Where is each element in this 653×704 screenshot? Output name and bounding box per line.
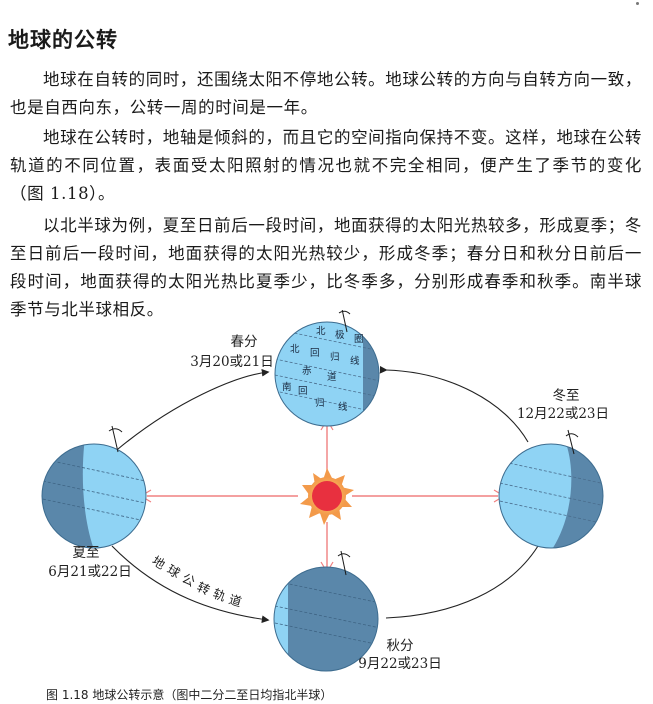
paragraph-revolution: 地球在自转的同时，还围绕太阳不停地公转。地球公转的方向与自转方向一致，也是自西向… (10, 70, 642, 117)
orbit-label-char: 球 (165, 562, 184, 581)
summer-label: 夏至 (73, 545, 100, 561)
arctic-char: 北 (316, 326, 326, 337)
paragraph-seasons: 以北半球为例，夏至日前后一段时间，地面获得的太阳光热较多，形成夏季；冬至日前后一… (10, 216, 642, 319)
orbit-arc-spring-winter (379, 365, 529, 443)
orbit-arc-summer-spring (117, 368, 270, 450)
tropic-n-char: 回 (310, 348, 320, 359)
sun-rays (147, 426, 498, 567)
globe-spring-equinox: 北 极 圈 北 回 归 线 赤 道 南 回 归 线 (274, 310, 380, 427)
tropic-n-char: 归 (330, 351, 340, 363)
tropic-n-char: 北 (290, 344, 300, 355)
orbit-arc-summer-autumn (111, 545, 270, 624)
autumn-date: 9月22或23日 (358, 656, 441, 672)
equator-char: 道 (327, 371, 337, 383)
globe-autumn-equinox (273, 550, 379, 672)
orbit-label-char: 道 (227, 592, 244, 610)
corner-dot (636, 2, 639, 5)
figure-caption: 图 1.18 地球公转示意（图中二分二至日均指北半球） (46, 688, 333, 702)
orbit-label-char: 地 (149, 553, 168, 573)
equator-char: 赤 (302, 366, 312, 377)
arctic-char: 极 (335, 329, 345, 341)
tropic-s-char: 南 (282, 381, 292, 393)
autumn-label: 秋分 (387, 638, 414, 654)
globe-summer-solstice (41, 425, 147, 549)
orbit-arc-winter-autumn (385, 538, 545, 619)
winter-date: 12月22或23日 (517, 406, 609, 422)
sun-icon (300, 468, 354, 525)
tropic-s-char: 线 (338, 401, 348, 413)
section-heading: 地球的公转 (8, 28, 118, 52)
summer-date: 6月21或22日 (48, 564, 131, 580)
tropic-s-char: 归 (315, 397, 325, 409)
tropic-s-char: 回 (298, 386, 308, 397)
spring-date: 3月20或21日 (190, 354, 273, 370)
orbit-label-char: 转 (195, 579, 213, 598)
orbit-label-char: 轨 (211, 586, 228, 605)
spring-label: 春分 (231, 334, 258, 350)
globe-winter-solstice (498, 429, 604, 549)
arctic-char: 圈 (354, 334, 364, 345)
winter-label: 冬至 (553, 388, 580, 404)
earth-orbit-diagram: 北 极 圈 北 回 归 线 赤 道 南 回 归 线 (41, 310, 609, 672)
orbit-label-char: 公 (180, 570, 198, 589)
tropic-n-char: 线 (350, 355, 360, 367)
paragraph-axial-tilt: 地球在公转时，地轴是倾斜的，而且它的空间指向保持不变。这样，地球在公转轨道的不同… (10, 128, 642, 203)
